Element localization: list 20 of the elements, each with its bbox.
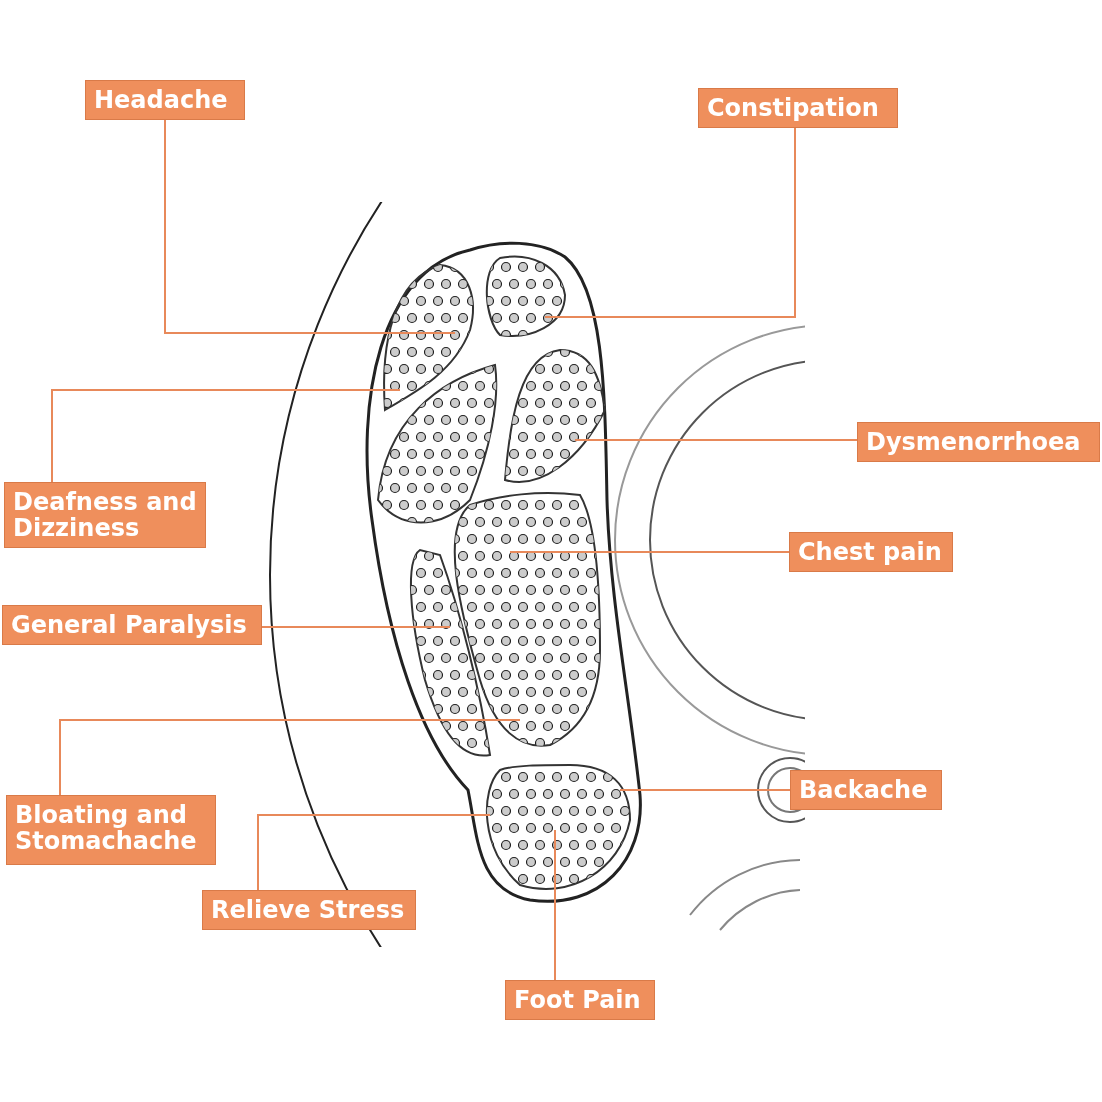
ailment-label: General Paralysis [2,605,262,645]
ailment-label: Relieve Stress [202,890,416,930]
leader-line [257,814,491,891]
ailment-label: Backache [790,770,942,810]
leader-line [544,127,796,318]
ailment-label: Dysmenorrhoea [857,422,1100,462]
ailment-label: Headache [85,80,245,120]
ailment-label: Constipation [698,88,898,128]
ailment-label: Chest pain [789,532,953,572]
leader-line [509,551,790,553]
ailment-label: Deafness and Dizziness [4,482,206,548]
leader-line [59,719,521,796]
leader-line [619,789,791,791]
ailment-label: Foot Pain [505,980,655,1020]
leader-line [574,439,858,441]
leader-line [51,389,401,483]
leader-line [554,829,556,981]
leader-line [164,119,456,334]
leader-line [261,626,451,628]
ailment-label: Bloating and Stomachache [6,795,216,865]
